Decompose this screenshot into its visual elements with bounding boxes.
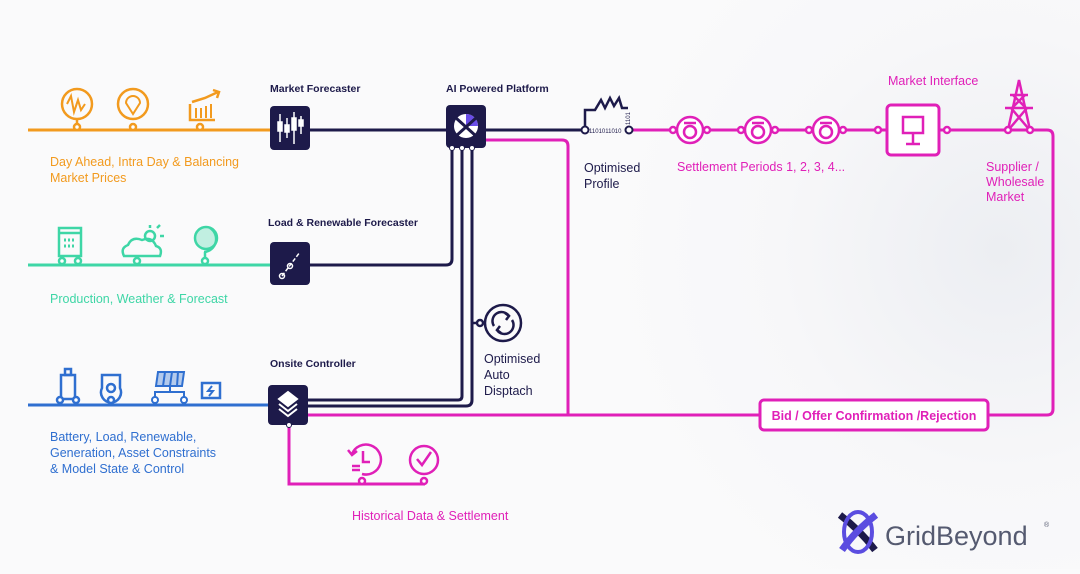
calendar-icon: [57, 226, 83, 266]
auto-dispatch-icon: [475, 303, 523, 343]
settlement-periods-label: Settlement Periods 1, 2, 3, 4...: [677, 160, 845, 174]
checkmark-icon: [408, 444, 440, 486]
production-input-row: [28, 224, 272, 267]
layers-icon: [277, 390, 299, 418]
historical-label: Historical Data & Settlement: [352, 509, 509, 523]
transmission-tower-icon: [1003, 79, 1035, 135]
market-interface-title: Market Interface: [888, 74, 978, 88]
load-forecaster-node[interactable]: [270, 242, 310, 285]
stopwatch-icon-1: [668, 115, 712, 145]
bid-offer-label: Bid / Offer Confirmation /Rejection: [772, 409, 977, 423]
logo-registered-mark: ®: [1044, 521, 1050, 529]
supplier-label-3: Market: [986, 190, 1025, 204]
asset-input-row: [28, 367, 270, 407]
market-input-row: [28, 87, 272, 132]
asset-input-label: Battery, Load, Renewable,: [50, 430, 196, 444]
stopwatch-icon-3: [804, 115, 848, 145]
history-icon: [347, 443, 383, 486]
dispatch-label: Optimised: [484, 352, 540, 366]
platform-connections: [308, 128, 585, 408]
onsite-controller-node[interactable]: [268, 385, 308, 428]
market-input-label-2: Market Prices: [50, 171, 126, 185]
binary-vertical-text: 1101: [626, 111, 632, 125]
solar-panel-icon: [151, 371, 188, 404]
candlestick-icon: [277, 112, 304, 144]
asset-input-label-3: & Model State & Control: [50, 462, 184, 476]
supplier-label: Supplier /: [986, 160, 1039, 174]
market-forecaster-title: Market Forecaster: [270, 83, 360, 95]
supplier-label-2: Wholesale: [986, 175, 1044, 189]
optimised-profile-label-2: Profile: [584, 177, 619, 191]
gridbeyond-logo: GridBeyond ®: [837, 510, 1050, 554]
settlement-periods: [668, 115, 952, 145]
market-input-label: Day Ahead, Intra Day & Balancing: [50, 155, 239, 169]
ev-charger-icon: [200, 381, 222, 400]
location-pin-icon: [116, 87, 150, 132]
optimised-profile-icon: 1101011010 1101: [580, 94, 634, 135]
ai-platform-title: AI Powered Platform: [446, 83, 549, 95]
trend-chart-icon: [188, 88, 221, 132]
generator-icon: [99, 373, 123, 405]
globe-icon: [193, 225, 219, 266]
trend-nodes-icon: [278, 251, 301, 280]
battery-icon: [55, 367, 81, 405]
weather-icon: [121, 224, 164, 266]
market-forecaster-node[interactable]: [270, 106, 310, 150]
market-interface-node[interactable]: [885, 103, 941, 157]
ai-platform-node[interactable]: [446, 105, 486, 151]
stopwatch-icon-2: [736, 115, 780, 145]
logo-text: GridBeyond: [885, 521, 1028, 551]
asset-input-label-2: Generation, Asset Constraints: [50, 446, 216, 460]
dispatch-label-3: Disptach: [484, 384, 533, 398]
optimised-profile-label: Optimised: [584, 161, 640, 175]
production-input-label: Production, Weather & Forecast: [50, 292, 228, 306]
load-forecaster-title: Load & Renewable Forecaster: [268, 217, 418, 229]
dispatch-label-2: Auto: [484, 368, 510, 382]
monitor-icon: [901, 115, 925, 146]
gridbeyond-mark-icon: [454, 114, 478, 138]
onsite-controller-title: Onsite Controller: [270, 358, 356, 370]
price-fluctuation-icon: [60, 87, 94, 132]
bid-offer-box[interactable]: Bid / Offer Confirmation /Rejection: [758, 398, 990, 432]
binary-text: 1101011010: [589, 129, 622, 135]
